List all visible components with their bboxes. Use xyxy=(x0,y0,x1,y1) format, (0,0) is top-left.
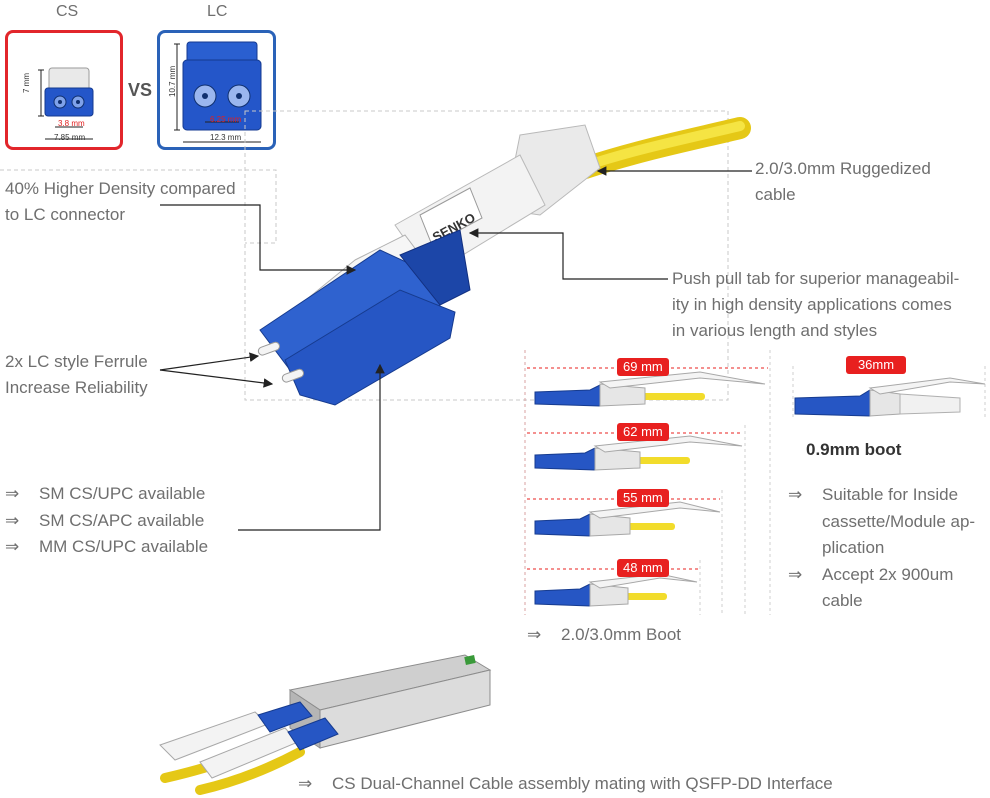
cs-title: CS xyxy=(56,3,79,20)
density-callout-line-2: to LC connector xyxy=(5,205,126,224)
arrow-icon: ⇒ xyxy=(298,774,313,793)
push-pull-callout: Push pull tab for superior manageabil- i… xyxy=(672,266,959,344)
qsfp-caption: ⇒CS Dual-Channel Cable assembly mating w… xyxy=(298,771,833,798)
cs-inner-dimension: 3.8 mm xyxy=(58,119,85,128)
ferrule-callout-line-1: 2x LC style Ferrule xyxy=(5,352,148,371)
density-callout: 40% Higher Density compared to LC connec… xyxy=(5,176,236,228)
cable-callout: 2.0/3.0mm Ruggedized cable xyxy=(755,156,931,208)
lc-comparison-box: 10.7 mm 6.25 mm 12.3 mm xyxy=(157,30,276,150)
arrow-icon: ⇒ xyxy=(788,564,803,584)
cs-connector-icon xyxy=(38,67,94,140)
ferrule-callout-line-2: Increase Reliability xyxy=(5,378,148,397)
boot-length-48: 48 mm xyxy=(617,559,669,577)
vs-label: VS xyxy=(128,80,153,100)
feature-item: ⇒Accept 2x 900um xyxy=(788,562,975,589)
push-pull-callout-line-2: ity in high density applications comes xyxy=(672,295,952,314)
lc-outer-dimension: 12.3 mm xyxy=(210,133,242,142)
arrow-icon: ⇒ xyxy=(527,625,542,644)
cable-callout-line-2: cable xyxy=(755,185,796,204)
ferrule-callout: 2x LC style Ferrule Increase Reliability xyxy=(5,349,148,401)
arrow-icon: ⇒ xyxy=(788,485,803,504)
availability-list: ⇒SM CS/UPC available ⇒SM CS/APC availabl… xyxy=(5,481,208,561)
boot-length-62: 62 mm xyxy=(617,423,669,441)
cable-callout-line-1: 2.0/3.0mm Ruggedized xyxy=(755,159,931,178)
density-callout-line-1: 40% Higher Density compared xyxy=(5,179,236,198)
lc-connector-icon xyxy=(174,41,262,143)
cs-comparison-box: 7 mm 3.8 mm 7.85 mm xyxy=(5,30,123,150)
lc-inner-dimension: 6.25 mm xyxy=(210,115,242,124)
availability-item: ⇒SM CS/APC available xyxy=(5,508,208,535)
feature-item: ⇒Suitable for Inside xyxy=(788,482,975,509)
arrow-icon: ⇒ xyxy=(5,537,20,556)
cs-outer-dimension: 7.85 mm xyxy=(54,133,86,142)
push-pull-callout-line-3: in various length and styles xyxy=(672,321,878,340)
boot-length-55: 55 mm xyxy=(617,489,669,507)
boot-length-69: 69 mm xyxy=(617,358,669,376)
boot-09-title: 0.9mm boot xyxy=(806,440,902,459)
availability-item: ⇒MM CS/UPC available xyxy=(5,534,208,561)
boot-caption: ⇒2.0/3.0mm Boot xyxy=(527,622,681,649)
boot-09-features: ⇒Suitable for Inside cassette/Module ap-… xyxy=(788,482,975,615)
availability-item: ⇒SM CS/UPC available xyxy=(5,481,208,508)
lc-title: LC xyxy=(207,3,228,20)
arrow-icon: ⇒ xyxy=(5,510,20,530)
arrow-icon: ⇒ xyxy=(5,484,20,503)
push-pull-callout-line-1: Push pull tab for superior manageabil- xyxy=(672,269,960,288)
boot-09-length: 36mm xyxy=(846,356,906,374)
